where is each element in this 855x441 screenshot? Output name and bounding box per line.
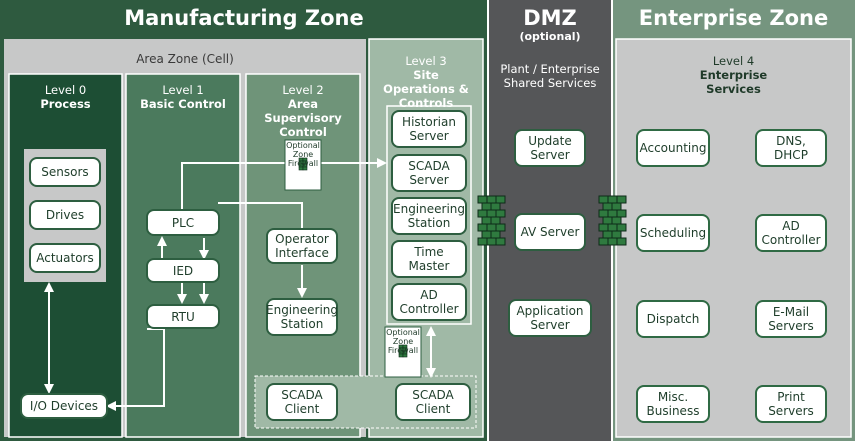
- level2-engineering-station-node[interactable]: Engineering Station: [266, 298, 338, 336]
- scada-server-node[interactable]: SCADA Server: [391, 154, 467, 192]
- historian-server-node[interactable]: Historian Server: [391, 110, 467, 148]
- level1-num: Level 1: [162, 83, 204, 97]
- accounting-node[interactable]: Accounting: [636, 129, 710, 167]
- misc-business-node[interactable]: Misc. Business: [636, 385, 710, 423]
- level4-header: Level 4 Enterprise Services: [616, 54, 851, 96]
- drives-node[interactable]: Drives: [29, 200, 101, 230]
- operator-interface-node[interactable]: Operator Interface: [266, 228, 338, 264]
- enterprise-ad-controller-node[interactable]: AD Controller: [755, 214, 827, 252]
- level3-header: Level 3 Site Operations & Controls: [369, 54, 483, 110]
- time-master-node[interactable]: Time Master: [391, 240, 467, 278]
- scada-client-left-node[interactable]: SCADA Client: [266, 383, 338, 421]
- av-server-node[interactable]: AV Server: [514, 213, 586, 251]
- dmz-description: Plant / Enterprise Shared Services: [500, 62, 600, 90]
- dns-dhcp-node[interactable]: DNS, DHCP: [755, 129, 827, 167]
- scheduling-node[interactable]: Scheduling: [636, 214, 710, 252]
- dmz-optional: (optional): [519, 30, 581, 43]
- firewall-icon: [598, 195, 627, 246]
- ad-controller-node[interactable]: AD Controller: [391, 283, 467, 321]
- level1-name: Basic Control: [140, 97, 226, 111]
- firewall-icon: [298, 157, 308, 171]
- area-zone-label: Area Zone (Cell): [136, 52, 234, 66]
- optional-firewall-bottom-label: Optional Zone Firewall: [386, 328, 420, 355]
- ied-node[interactable]: IED: [146, 258, 220, 283]
- email-servers-node[interactable]: E-Mail Servers: [755, 300, 827, 338]
- dispatch-node[interactable]: Dispatch: [636, 300, 710, 338]
- level2-name: Area Supervisory Control: [264, 97, 342, 139]
- update-server-node[interactable]: Update Server: [514, 129, 586, 167]
- rtu-node[interactable]: RTU: [146, 304, 220, 329]
- scada-client-right-node[interactable]: SCADA Client: [395, 383, 471, 421]
- level4-name: Enterprise Services: [699, 68, 768, 96]
- level0-name: Process: [40, 97, 91, 111]
- application-server-node[interactable]: Application Server: [508, 299, 592, 337]
- actuators-node[interactable]: Actuators: [29, 243, 101, 273]
- enterprise-zone-title: Enterprise Zone: [638, 6, 829, 30]
- print-servers-node[interactable]: Print Servers: [755, 385, 827, 423]
- level2-header: Level 2 Area Supervisory Control: [246, 83, 360, 139]
- level3-num: Level 3: [405, 54, 447, 68]
- optional-firewall-top-label: Optional Zone Firewall: [286, 141, 320, 168]
- level3-name: Site Operations & Controls: [383, 68, 469, 110]
- plc-node[interactable]: PLC: [146, 209, 220, 236]
- level1-bg: [125, 73, 241, 438]
- level3-engineering-station-node[interactable]: Engineering Station: [391, 197, 467, 235]
- level2-num: Level 2: [282, 83, 324, 97]
- level0-num: Level 0: [44, 83, 87, 97]
- level1-header: Level 1 Basic Control: [126, 83, 240, 111]
- sensors-node[interactable]: Sensors: [29, 157, 101, 187]
- io-devices-node[interactable]: I/O Devices: [20, 393, 108, 419]
- dmz-title: DMZ: [523, 6, 577, 30]
- level0-header: Level 0 Process: [9, 83, 122, 111]
- manufacturing-zone-title: Manufacturing Zone: [124, 6, 364, 30]
- firewall-icon: [398, 344, 408, 358]
- firewall-icon: [477, 195, 506, 246]
- level4-num: Level 4: [712, 54, 755, 68]
